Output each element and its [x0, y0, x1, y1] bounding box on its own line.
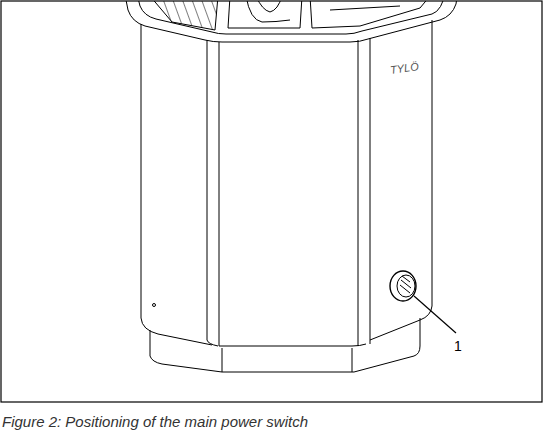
tray-grille: [150, 1, 218, 30]
heating-element: [246, 1, 290, 22]
body-left: [141, 24, 212, 345]
body-edge: [207, 40, 218, 346]
heating-element: [256, 1, 282, 12]
leader-line: [414, 296, 456, 333]
sauna-heater: [124, 1, 458, 372]
body-edge: [219, 42, 220, 346]
body-edge: [370, 38, 371, 344]
tray-inner-rim: [136, 1, 446, 34]
base-edge: [222, 348, 352, 372]
tray-rim: [124, 1, 458, 42]
tray-compartment: [310, 1, 430, 28]
figure-frame: [1, 1, 542, 402]
tray-bar: [330, 6, 400, 10]
body-bottom: [219, 344, 366, 346]
power-switch-cap: [397, 275, 415, 297]
callout-number: 1: [454, 338, 462, 354]
screw: [153, 304, 156, 307]
figure-caption: Figure 2: Positioning of the main power …: [2, 413, 308, 430]
body-edge: [358, 40, 359, 346]
tray-compartment: [228, 1, 302, 28]
power-switch: [390, 271, 416, 301]
knob-grip: [400, 276, 411, 293]
body-right: [370, 20, 432, 340]
heater-base: [150, 318, 420, 372]
